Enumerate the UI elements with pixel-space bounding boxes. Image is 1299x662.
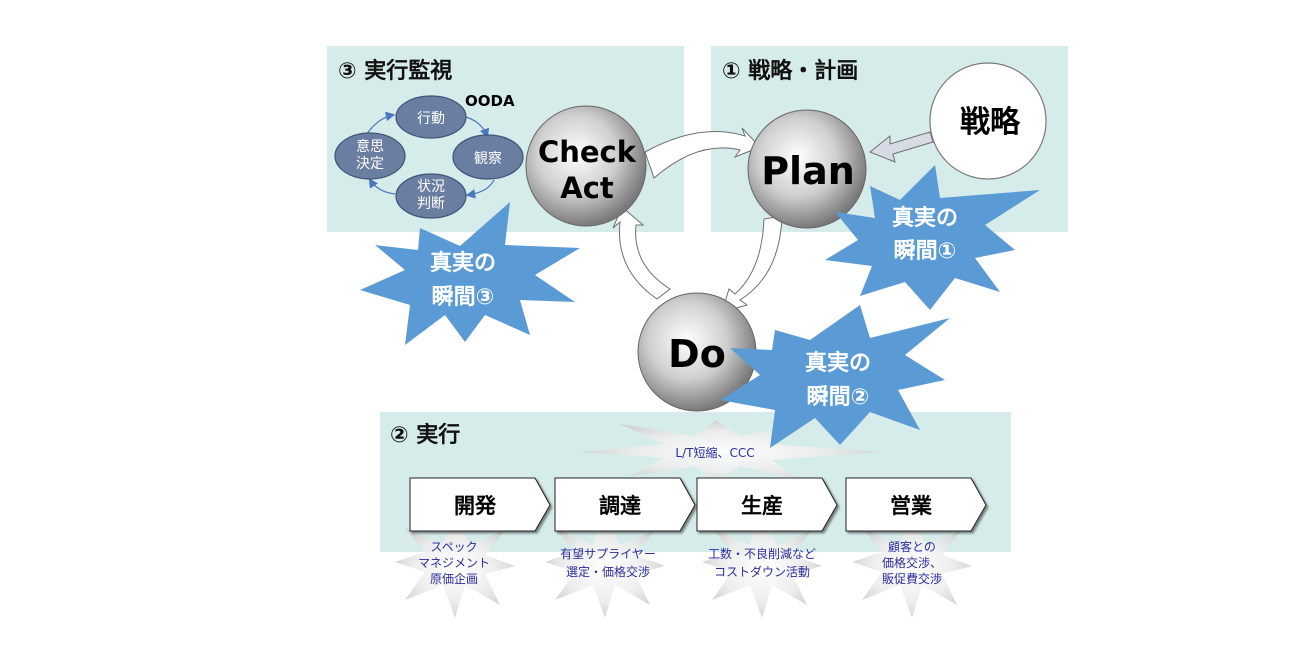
moment-1-line: 真実の	[892, 205, 958, 231]
ooda-node-label: 状況	[417, 179, 445, 195]
sphere-do-label: Do	[668, 332, 726, 376]
step-note-line: 選定・価格交渉	[566, 564, 650, 579]
ooda-node-label: 観察	[474, 150, 502, 167]
ooda-node-decide: 意思 決定	[334, 132, 406, 180]
step-note-line: 価格交渉、	[882, 555, 942, 570]
step-development: 開発	[409, 477, 551, 532]
ooda-node-label: 決定	[356, 156, 384, 172]
silver-burst-step	[852, 518, 972, 618]
sphere-plan-label: Plan	[761, 149, 855, 193]
ooda-title: OODA	[465, 92, 515, 110]
moment-burst-1: 真実の 瞬間①	[825, 165, 1040, 310]
ooda-arrow	[465, 179, 495, 199]
sphere-check-act: Check Act	[525, 105, 647, 227]
step-note-line: 販促費交渉	[882, 571, 942, 586]
step-note-line: 顧客との	[888, 539, 936, 554]
ooda-arrow	[368, 178, 396, 195]
moment-3-line: 真実の	[430, 250, 496, 276]
step-note-line: マネジメント	[418, 556, 490, 570]
step-notes: スペック マネジメント 原価企画 有望サプライヤー 選定・価格交渉 工数・不良削…	[418, 539, 942, 586]
panel-monitor-title: ③ 実行監視	[338, 58, 452, 84]
arrow-strategy-to-plan	[869, 131, 934, 163]
moment-1-line: 瞬間①	[894, 239, 957, 264]
step-note-line: 原価企画	[430, 571, 478, 586]
ooda-arrow	[365, 111, 396, 136]
ooda-node-label: 意思	[356, 138, 384, 155]
sphere-check-label: Check	[538, 135, 637, 169]
strategy-label: 戦略	[960, 105, 1021, 140]
ooda-node-act: 行動	[395, 95, 467, 139]
sphere-act-label: Act	[560, 171, 614, 205]
ooda-loop: OODA 行動 観察 状況 判断 意思 決定	[334, 92, 524, 219]
silver-burst-step	[395, 518, 515, 618]
ooda-node-label: 行動	[417, 111, 445, 127]
silver-burst-note	[580, 420, 880, 484]
step-procurement: 調達	[554, 477, 696, 532]
step-label: 調達	[599, 494, 641, 518]
ooda-node-orient: 状況 判断	[395, 173, 467, 219]
sphere-plan: Plan	[747, 109, 867, 229]
execution-note: L/T短縮、CCC	[675, 445, 754, 460]
ooda-node-observe: 観察	[452, 134, 524, 180]
moment-3-line: 瞬間③	[432, 285, 495, 310]
step-label: 営業	[890, 494, 933, 518]
step-label: 開発	[454, 494, 497, 518]
panel-execution-title: ② 実行	[390, 422, 460, 448]
step-note-line: 有望サプライヤー	[560, 547, 656, 561]
moment-burst-2: 真実の 瞬間②	[720, 305, 950, 448]
silver-burst-step	[702, 518, 822, 618]
step-label: 生産	[741, 494, 783, 518]
moment-burst-3: 真実の 瞬間③	[360, 202, 580, 345]
ooda-node-label: 判断	[417, 196, 445, 212]
step-note-line: スペック	[430, 540, 477, 554]
step-sales: 営業	[845, 477, 987, 532]
ooda-arrow	[465, 116, 490, 139]
sphere-do: Do	[637, 292, 757, 412]
step-note-line: 工数・不良削減など	[708, 546, 816, 561]
silver-burst-step	[545, 518, 665, 618]
silver-bursts	[395, 420, 972, 618]
process-steps: 開発 調達 生産 営業	[409, 477, 987, 532]
moment-2-line: 真実の	[805, 350, 871, 376]
step-note-line: コストダウン活動	[714, 564, 810, 579]
strategy-circle: 戦略	[929, 62, 1047, 180]
step-production: 生産	[696, 477, 838, 532]
panel-strategy-title: ① 戦略・計画	[722, 58, 858, 84]
moment-2-line: 瞬間②	[807, 385, 870, 410]
